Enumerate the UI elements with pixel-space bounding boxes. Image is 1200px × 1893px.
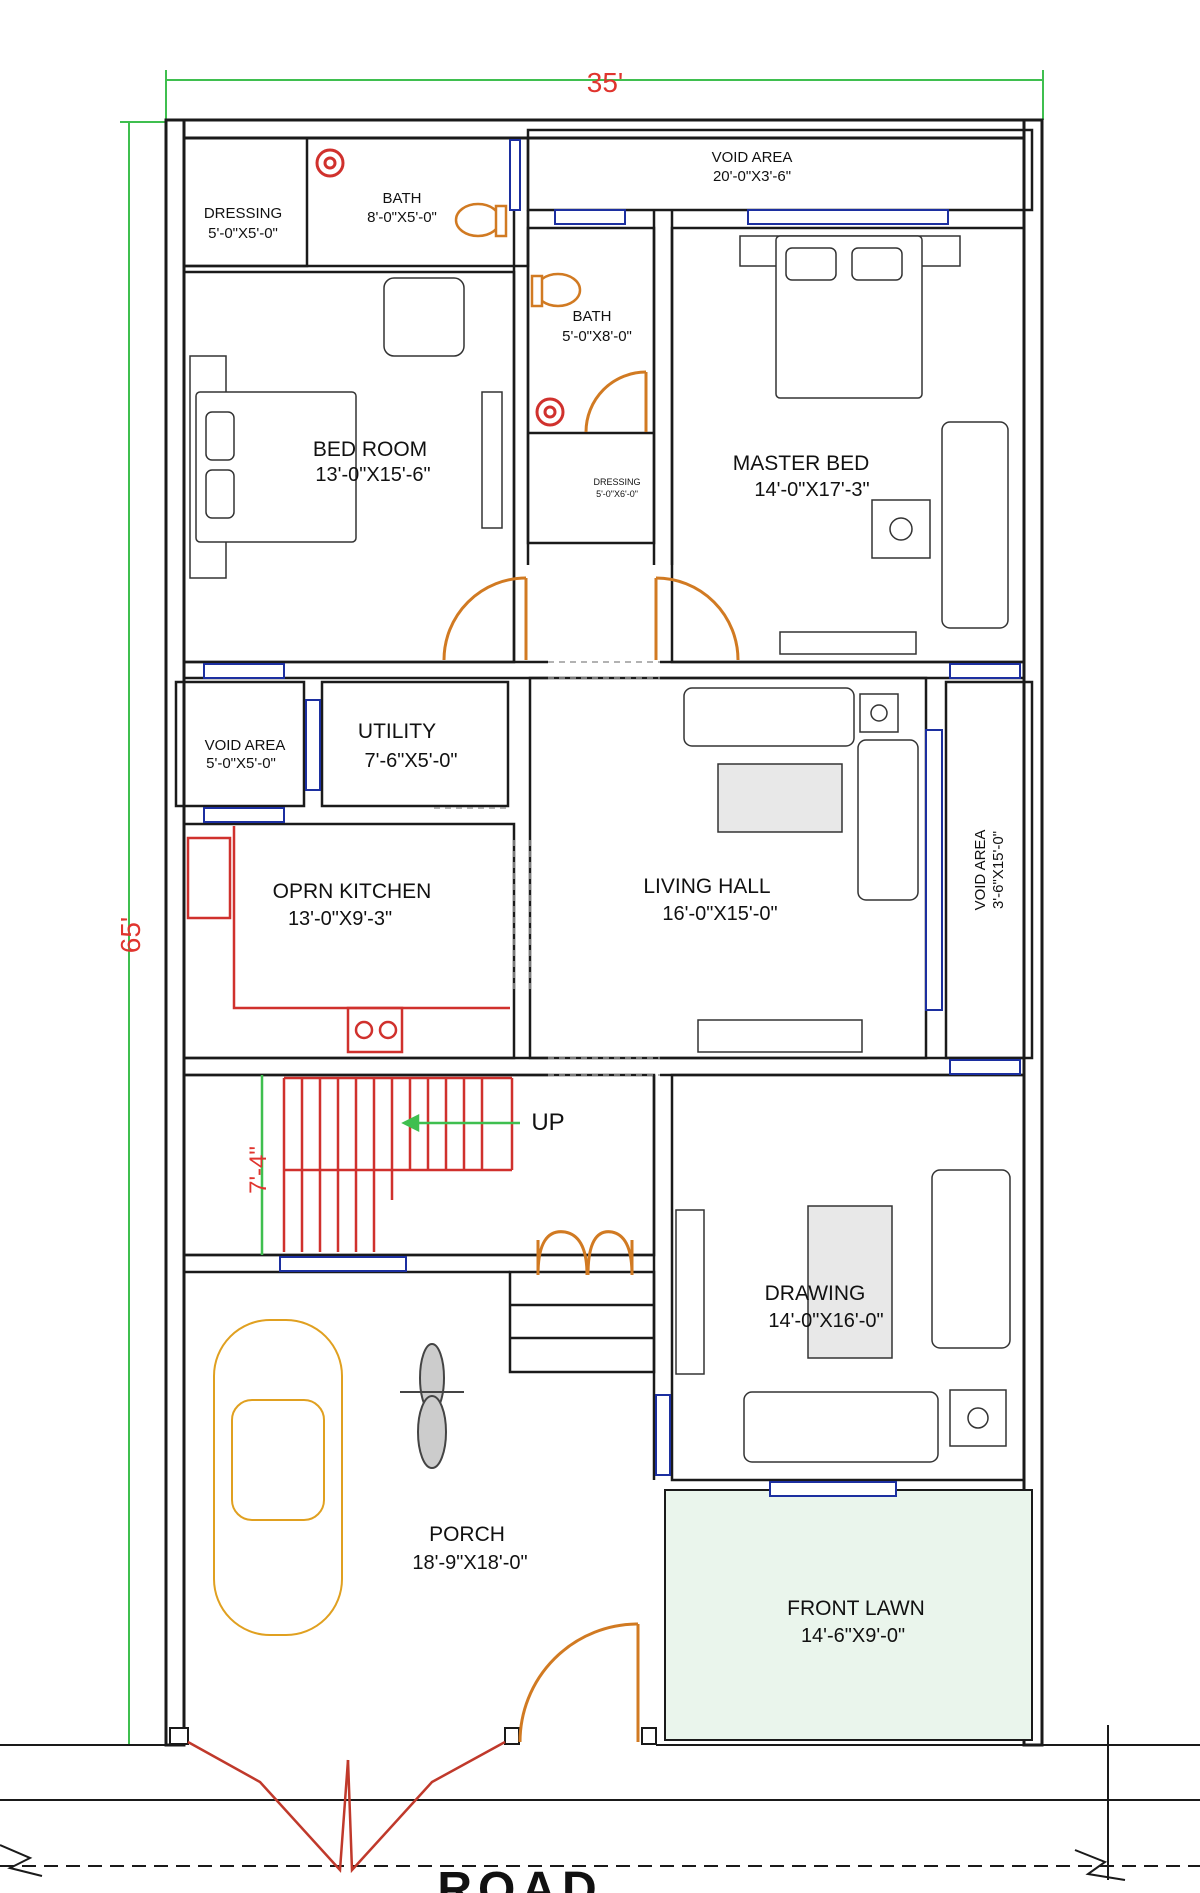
bath2-dim: 5'-0"X8'-0" [562,328,632,345]
lawn-dim: 14'-6"X9'-0" [801,1625,905,1647]
road-label: ROAD [437,1863,602,1893]
void-left-dim: 5'-0"X5'-0" [206,755,276,772]
front-boundary [0,1725,1200,1881]
car-icon [213,1319,343,1636]
bath1-dim: 8'-0"X5'-0" [367,209,437,226]
motorbike-icon [400,1343,464,1469]
bedroom-dim: 13'-0"X15'-6" [315,464,430,486]
kitchen-counter [186,826,510,1054]
utility-name: UTILITY [358,720,436,743]
main-gate [187,1740,506,1874]
overall-depth-label: 65' [115,917,146,954]
overall-width-label: 35' [587,67,624,98]
kitchen-dim: 13'-0"X9'-3" [288,908,392,930]
porch-name: PORCH [429,1523,505,1546]
porch-dim: 18'-9"X18'-0" [412,1552,527,1574]
master-name: MASTER BED [733,452,870,475]
bedroom-name: BED ROOM [313,438,427,461]
windows [203,139,1021,1497]
void-right-name: VOID AREA [972,830,989,911]
bath-fixtures [315,148,565,427]
living-name: LIVING HALL [643,875,770,898]
dressing2-dim: 5'-0"X6'-0" [596,489,638,499]
master-dim: 14'-0"X17'-3" [754,479,869,501]
dressing1-name: DRESSING [204,205,282,222]
front-lawn-area [664,1489,1033,1741]
void-top-dim: 20'-0"X3'-6" [713,168,791,185]
void-left-name: VOID AREA [205,737,286,754]
void-right-dim: 3'-6"X15'-0" [990,831,1007,909]
lawn-name: FRONT LAWN [787,1597,925,1620]
stair-up-label: UP [531,1109,564,1136]
stair-dimension-label: 7'-4" [245,1146,272,1194]
staircase [282,1076,514,1252]
openings [434,661,660,1076]
drawing-dim: 14'-0"X16'-0" [768,1310,883,1332]
furniture [189,235,1011,1463]
interior-walls [174,128,1034,1740]
kitchen-name: OPRN KITCHEN [273,880,432,903]
room-labels: DRESSING 5'-0"X5'-0" BATH 8'-0"X5'-0" VO… [204,149,1007,1647]
utility-dim: 7'-6"X5'-0" [365,750,458,772]
living-dim: 16'-0"X15'-0" [662,903,777,925]
bath1-name: BATH [383,190,422,207]
toilets [454,202,582,308]
dressing1-dim: 5'-0"X5'-0" [208,225,278,242]
void-top-name: VOID AREA [712,149,793,166]
bath2-name: BATH [573,308,612,325]
dressing2-name: DRESSING [593,477,640,487]
stair-arrow [260,1075,520,1255]
drawing-name: DRAWING [765,1282,866,1305]
rugs [717,763,893,1359]
doors [442,370,740,1743]
